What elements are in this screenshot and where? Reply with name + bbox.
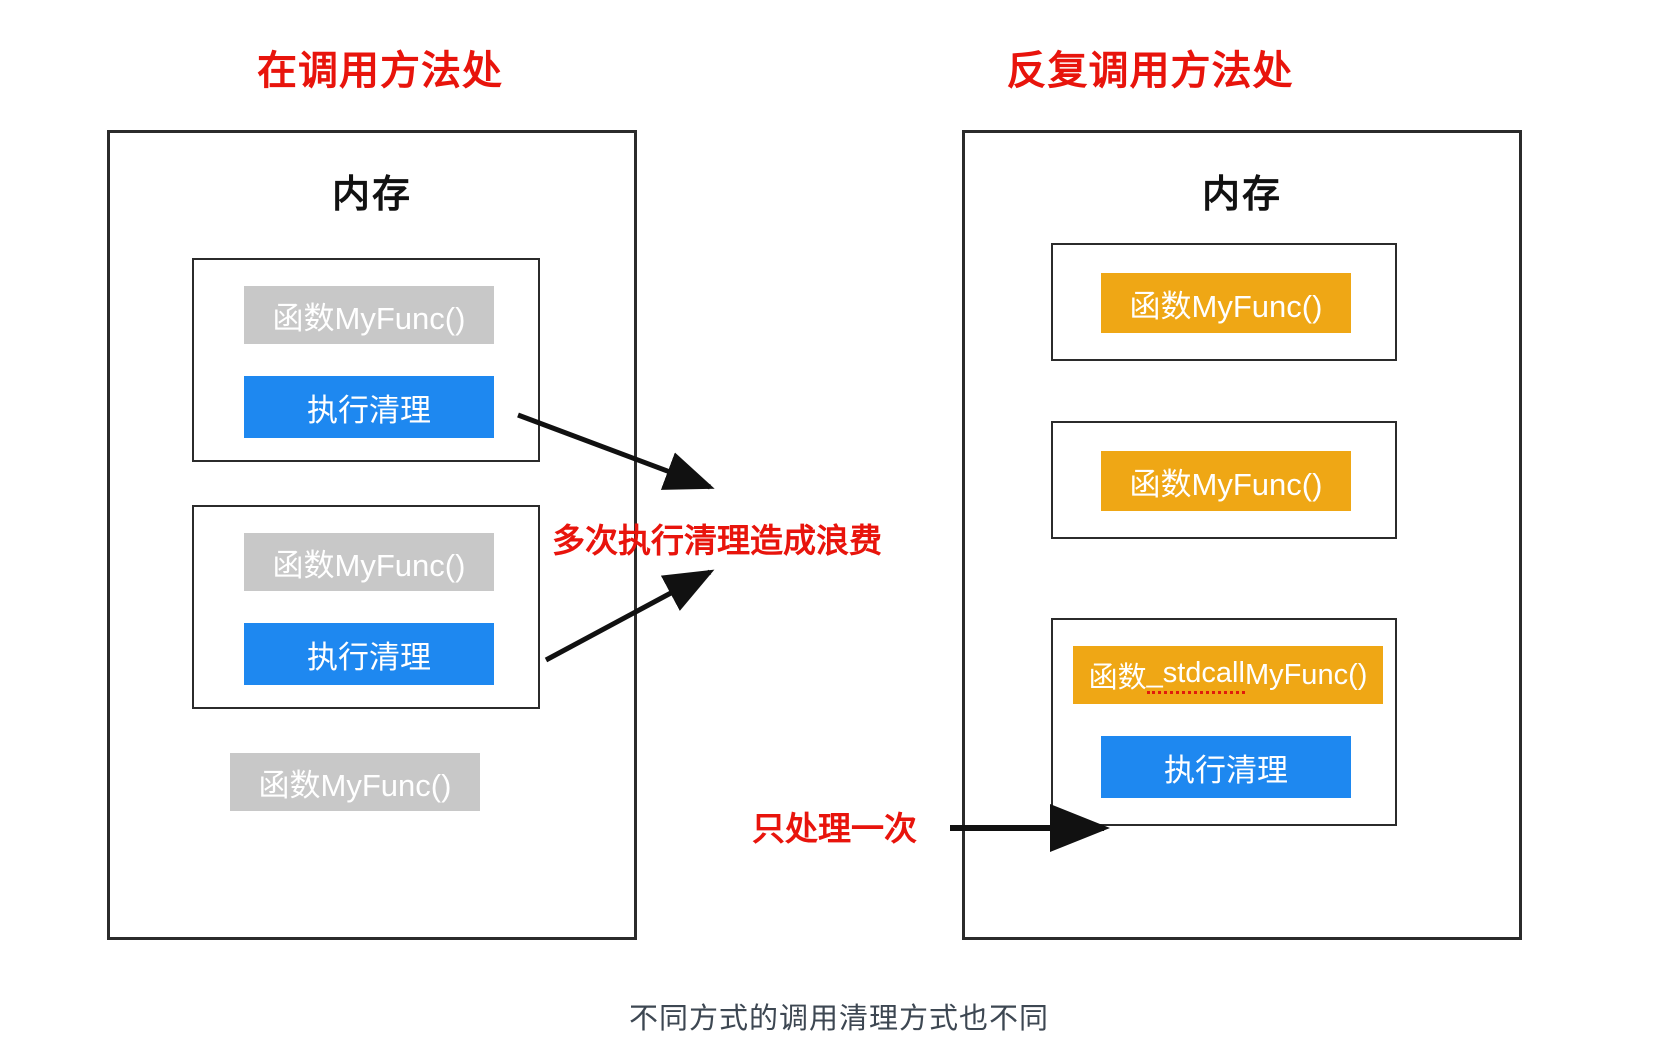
left-func-chip-3: 函数MyFunc()	[230, 753, 480, 811]
stdcall-prefix: 函数	[1088, 662, 1147, 694]
stdcall-suffix: MyFunc()	[1244, 658, 1368, 691]
right-memory-frame: 内存 函数MyFunc() 函数MyFunc() 函数_stdcall MyFu…	[962, 130, 1522, 940]
right-memory-label: 内存	[1201, 174, 1282, 216]
left-call-frame-1: 函数MyFunc() 执行清理	[192, 258, 540, 462]
left-memory-frame: 内存 函数MyFunc() 执行清理 函数MyFunc() 执行清理 函数MyF…	[107, 130, 637, 940]
right-stdcall-func-chip: 函数_stdcall MyFunc()	[1073, 646, 1383, 704]
right-call-frame-2: 函数MyFunc()	[1051, 421, 1397, 539]
right-func-chip-1: 函数MyFunc()	[1101, 273, 1351, 333]
figure-caption: 不同方式的调用清理方式也不同	[628, 1003, 1049, 1035]
annotation-once: 只处理一次	[752, 810, 917, 847]
left-func-chip-1: 函数MyFunc()	[244, 286, 494, 344]
right-cleanup-chip: 执行清理	[1101, 736, 1351, 798]
left-memory-label: 内存	[331, 174, 412, 216]
annotation-waste: 多次执行清理造成浪费	[552, 522, 882, 559]
right-func-chip-2: 函数MyFunc()	[1101, 451, 1351, 511]
left-column-title: 在调用方法处	[257, 49, 503, 93]
left-cleanup-chip-2: 执行清理	[244, 623, 494, 685]
left-call-frame-2: 函数MyFunc() 执行清理	[192, 505, 540, 709]
stdcall-keyword: _stdcall	[1146, 657, 1245, 694]
right-call-frame-3: 函数_stdcall MyFunc() 执行清理	[1051, 618, 1397, 826]
left-cleanup-chip-1: 执行清理	[244, 376, 494, 438]
right-call-frame-1: 函数MyFunc()	[1051, 243, 1397, 361]
left-func-chip-2: 函数MyFunc()	[244, 533, 494, 591]
right-column-title: 反复调用方法处	[1006, 49, 1294, 93]
